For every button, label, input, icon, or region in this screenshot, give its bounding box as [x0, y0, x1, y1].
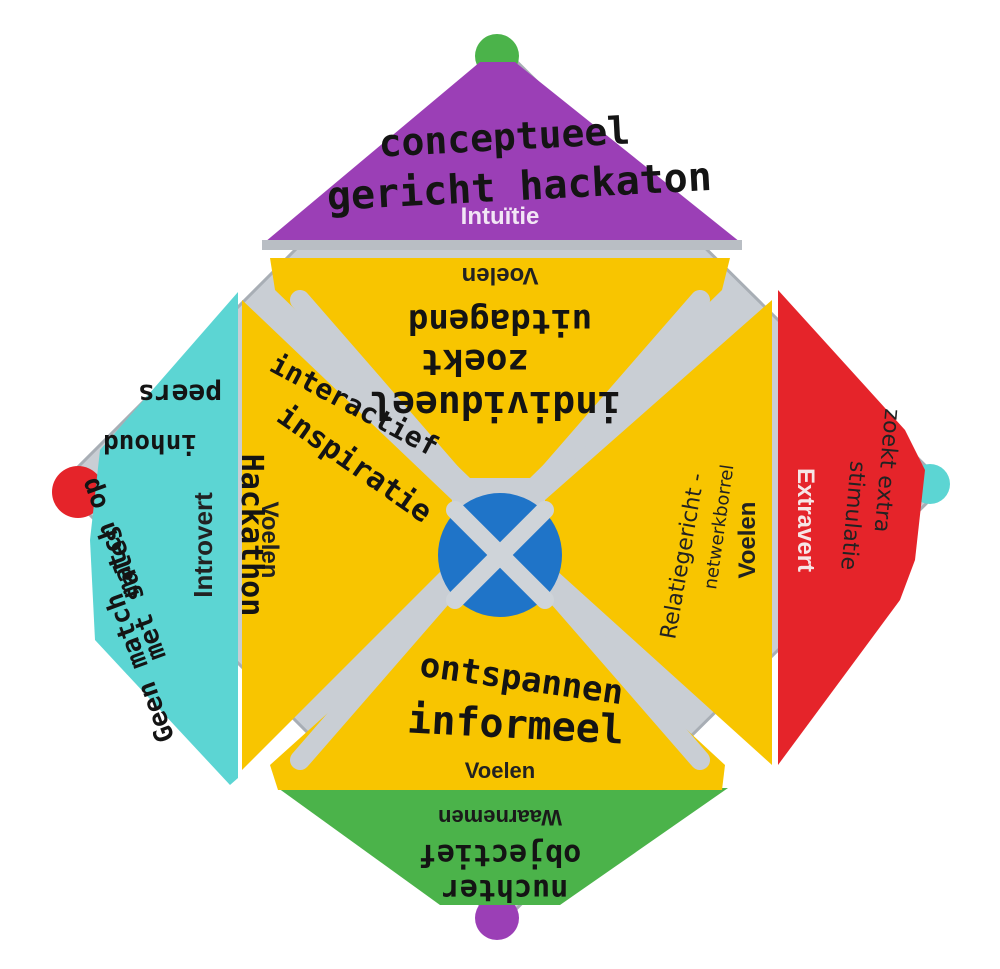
yellow-top-handwriting-1: uitdagend	[408, 301, 592, 341]
corner-dot-left	[52, 466, 104, 518]
cyan-handwriting-peers: peers	[138, 378, 222, 411]
red-label-extravert: Extravert	[792, 468, 819, 572]
yellow-face-left	[242, 300, 452, 770]
cyan-handwriting-inhoud: inhoud	[103, 428, 197, 458]
yellow-bottom-handwriting-2: informeel	[406, 696, 625, 753]
green-handwriting-1: objectief	[419, 837, 582, 872]
hub-cross-2	[446, 501, 554, 609]
purple-label-intuitie: Intuïtie	[461, 203, 540, 230]
green-handwriting-2: nuchter	[442, 872, 568, 907]
corner-dot-bottom	[475, 896, 519, 940]
yellow-top-text-group: Voelen uitdagend zoekt individueel	[369, 262, 621, 427]
purple-face	[265, 62, 740, 242]
yellow-face-top	[270, 258, 730, 478]
red-face	[778, 290, 925, 765]
yellow-bottom-label: Voelen	[465, 758, 536, 783]
green-label-waarnemen: Waarnemen	[438, 805, 562, 830]
yellow-face-right	[545, 300, 772, 765]
purple-face-edge	[262, 240, 742, 250]
yellow-left-label: Voelen	[256, 502, 283, 579]
cyan-face	[90, 292, 238, 785]
cyan-label-introvert: Introvert	[188, 492, 218, 598]
cyan-handwriting-hackathon: Hackathon	[234, 454, 269, 617]
yellow-top-handwriting-3: individueel	[369, 383, 621, 427]
yellow-right-label: Voelen	[734, 502, 761, 579]
yellow-top-handwriting-2: zoekt	[421, 341, 529, 382]
green-face	[278, 788, 728, 905]
green-text-group: Waarnemen objectief nuchter	[419, 805, 582, 907]
yellow-top-label: Voelen	[462, 262, 539, 289]
yellow-face-bottom	[270, 585, 725, 790]
